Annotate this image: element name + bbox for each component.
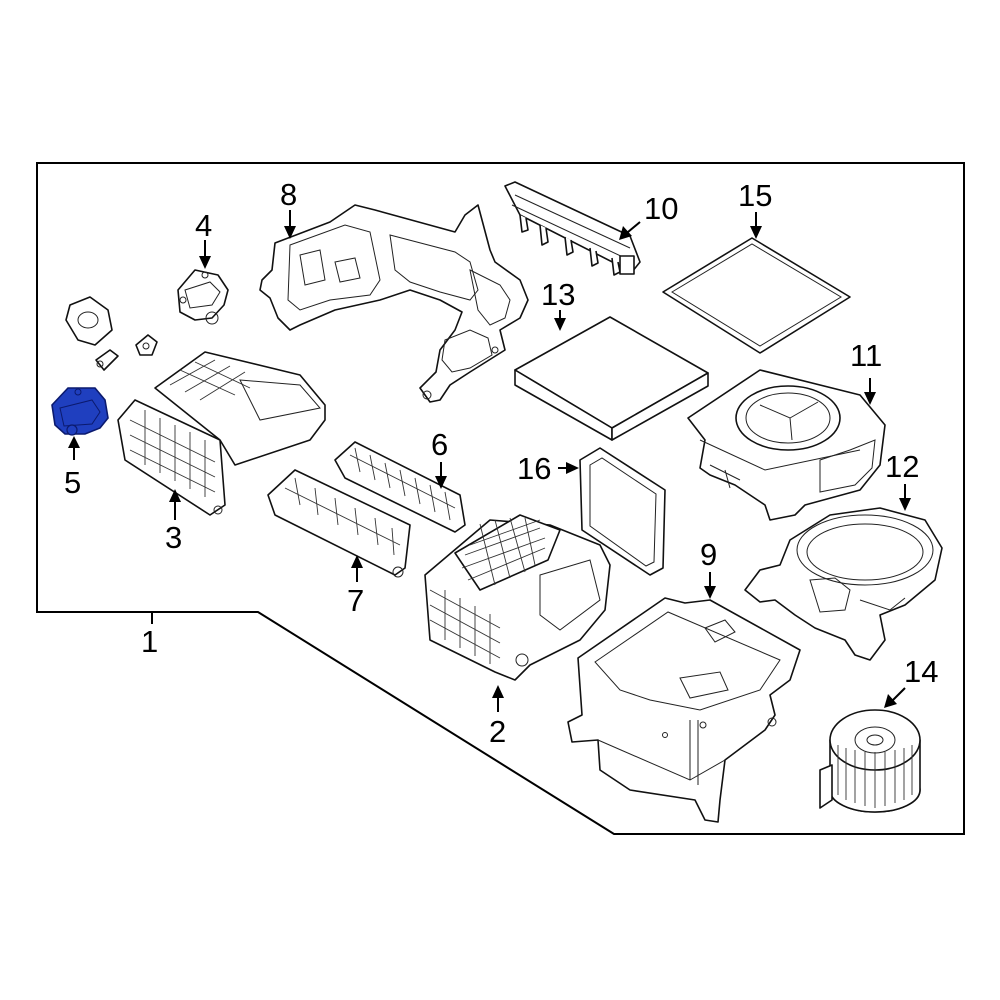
- part-6-upper-duct[interactable]: [334, 441, 466, 533]
- bracket-parts[interactable]: [65, 296, 158, 371]
- callout-3[interactable]: 3: [165, 520, 182, 555]
- assembly-boundary: [36, 162, 965, 835]
- part-5-detail: [59, 399, 101, 427]
- callout-5[interactable]: 5: [64, 465, 81, 500]
- part-4-actuator[interactable]: [177, 269, 229, 325]
- part-9-lower-case[interactable]: [567, 597, 801, 823]
- part-5-actuator-highlighted[interactable]: [51, 387, 109, 436]
- part-12-blower-scroll[interactable]: [744, 507, 943, 661]
- callout-7[interactable]: 7: [347, 583, 364, 618]
- callout-4[interactable]: 4: [195, 208, 212, 243]
- callout-12[interactable]: 12: [885, 449, 919, 484]
- callout-11[interactable]: 11: [850, 338, 882, 373]
- part-13-cabin-filter[interactable]: [514, 316, 709, 441]
- callout-16[interactable]: 16: [517, 451, 551, 486]
- part-7-lower-duct[interactable]: [267, 469, 411, 578]
- callout-9[interactable]: 9: [700, 537, 717, 572]
- part-10-damper-rail[interactable]: [504, 181, 641, 276]
- part-8-upper-housing[interactable]: [259, 204, 529, 403]
- callout-1[interactable]: 1: [141, 624, 158, 659]
- callout-8[interactable]: 8: [280, 177, 297, 212]
- callout-labels: 1 2 3 4 5 6 7 8 9 10 11 12 13 14 15 16: [64, 177, 938, 749]
- part-14-blower-motor[interactable]: [819, 709, 921, 813]
- callout-2[interactable]: 2: [489, 714, 506, 749]
- part-16-gasket[interactable]: [579, 447, 666, 576]
- part-5-shaft: [66, 424, 78, 436]
- callout-13[interactable]: 13: [541, 277, 575, 312]
- part-11-blower-upper-case[interactable]: [687, 369, 886, 521]
- part-3-mix-housing[interactable]: [117, 351, 326, 516]
- callout-10[interactable]: 10: [644, 191, 678, 226]
- callout-6[interactable]: 6: [431, 427, 448, 462]
- callout-14[interactable]: 14: [904, 654, 938, 689]
- part-5-body[interactable]: [51, 387, 109, 435]
- callout-15[interactable]: 15: [738, 178, 772, 213]
- part-2-core-housing[interactable]: [424, 514, 611, 681]
- leader-lines: [68, 210, 911, 712]
- part-5-pin: [74, 388, 82, 396]
- part-15-filter-frame[interactable]: [662, 237, 851, 354]
